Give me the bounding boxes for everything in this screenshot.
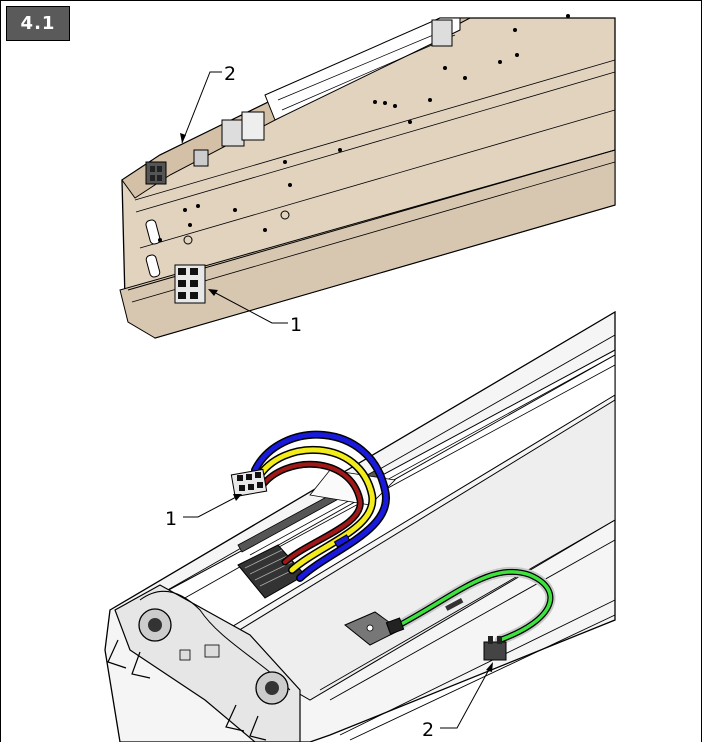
earth-wire (385, 566, 556, 645)
top-callout-2: 2 (180, 63, 236, 144)
callout-label: 1 (290, 314, 302, 336)
top-callout-1: 1 (208, 289, 302, 336)
callout-label: 2 (224, 63, 236, 85)
earth-terminal (344, 611, 405, 646)
bottom-connector-1 (230, 468, 268, 498)
top-connector-2 (145, 161, 167, 185)
mounting-rail (119, 14, 616, 339)
callout-label: 2 (422, 719, 434, 741)
callout-label: 1 (165, 508, 177, 530)
wire-harness (251, 430, 391, 582)
bottom-callout-1: 1 (165, 494, 242, 530)
bottom-callout-2: 2 (422, 662, 493, 741)
top-connector-1 (174, 264, 206, 304)
step-badge: 4.1 (6, 6, 70, 41)
bottom-connector-2 (483, 636, 507, 661)
